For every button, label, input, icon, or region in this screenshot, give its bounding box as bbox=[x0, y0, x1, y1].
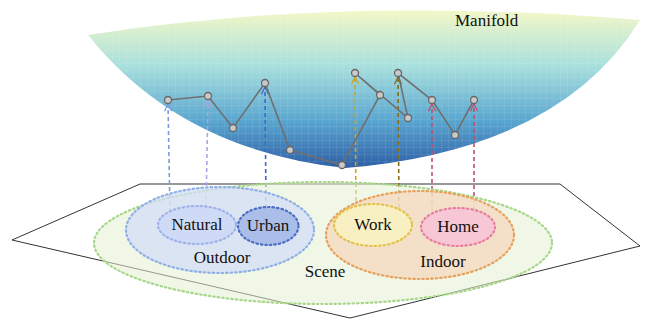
manifold-mesh bbox=[88, 10, 640, 168]
ellipse bbox=[421, 208, 495, 246]
manifold-point bbox=[339, 162, 346, 169]
region-label: Urban bbox=[247, 217, 289, 235]
region-label: Work bbox=[354, 216, 391, 234]
ellipse bbox=[334, 204, 412, 246]
class-region: Work bbox=[333, 203, 413, 247]
scene-region: Scene Outdoor Natural UrbanIndoor Work Home bbox=[93, 181, 553, 305]
ellipse bbox=[126, 187, 314, 273]
manifold-point bbox=[165, 97, 172, 104]
class-region: Natural bbox=[157, 205, 237, 245]
region-label: Natural bbox=[172, 216, 223, 234]
manifold-point bbox=[405, 115, 412, 122]
manifold-point bbox=[230, 125, 237, 132]
manifold-point bbox=[287, 147, 294, 154]
region-label: Scene bbox=[305, 263, 346, 281]
ellipse bbox=[158, 206, 236, 244]
manifold-point bbox=[262, 80, 269, 87]
ellipse bbox=[94, 182, 552, 304]
manifold-points bbox=[165, 70, 478, 169]
manifold-point bbox=[352, 70, 359, 77]
figure-label: Manifold bbox=[455, 11, 518, 31]
class-region: Home bbox=[420, 207, 496, 247]
manifold-surface bbox=[88, 10, 640, 168]
class-region: Urban bbox=[237, 206, 299, 246]
manifold-path bbox=[168, 73, 474, 165]
projection-arrow bbox=[473, 104, 475, 210]
ellipse bbox=[238, 207, 298, 245]
category-region: Outdoor Natural Urban bbox=[125, 186, 315, 274]
manifold-point bbox=[471, 97, 478, 104]
manifold-point bbox=[429, 97, 436, 104]
region-label: Home bbox=[437, 218, 479, 236]
category-region: Indoor Work Home bbox=[325, 190, 515, 280]
manifold-point bbox=[377, 92, 384, 99]
manifold-point bbox=[395, 70, 402, 77]
ellipse bbox=[326, 191, 514, 279]
region-label: Indoor bbox=[420, 253, 465, 271]
region-label: Outdoor bbox=[194, 249, 251, 267]
manifold-point bbox=[452, 132, 459, 139]
manifold-point bbox=[205, 93, 212, 100]
